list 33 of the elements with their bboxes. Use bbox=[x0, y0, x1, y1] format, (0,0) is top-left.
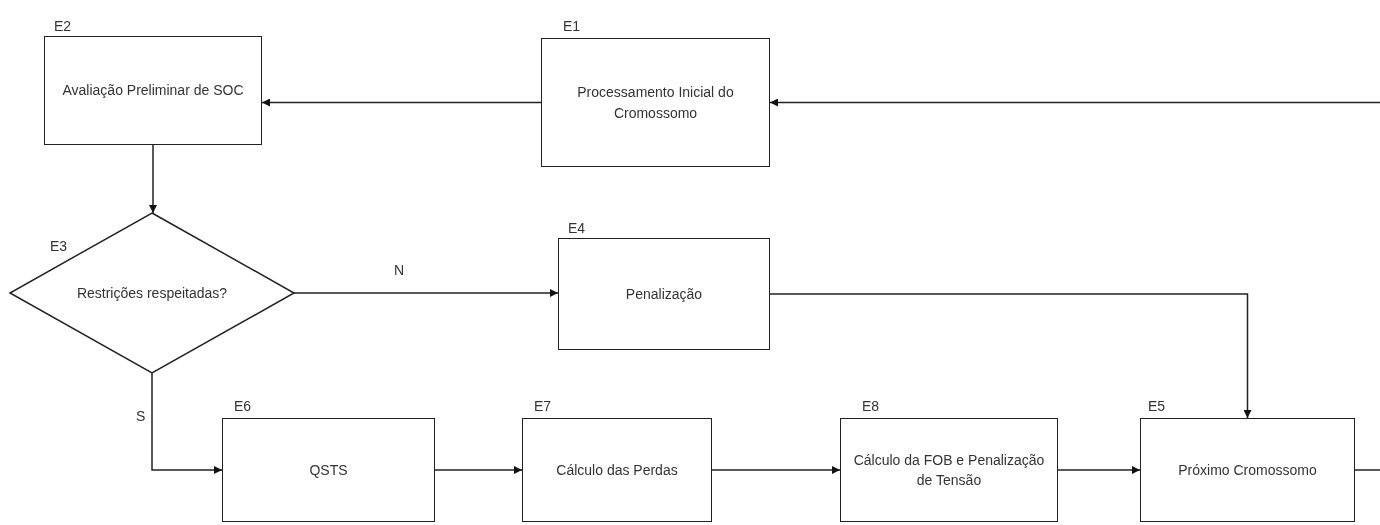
edge-label: S bbox=[134, 408, 148, 424]
node-text: Cálculo da FOB e Penalização de Tensão bbox=[852, 450, 1046, 490]
arrow bbox=[769, 98, 1380, 107]
arrow bbox=[149, 144, 157, 214]
process-box bbox=[222, 418, 435, 522]
step-label: E6 bbox=[234, 398, 252, 414]
step-label: E4 bbox=[568, 220, 586, 236]
arrow bbox=[261, 98, 542, 107]
node-text: Penalização bbox=[625, 284, 703, 304]
node-text: Avaliação Preliminar de SOC bbox=[62, 81, 244, 101]
step-label: E2 bbox=[54, 18, 72, 34]
arrow bbox=[1057, 466, 1141, 474]
arrow bbox=[151, 372, 223, 474]
arrow bbox=[434, 466, 523, 474]
process-box bbox=[558, 238, 770, 350]
process-box bbox=[522, 418, 712, 522]
step-label: E3 bbox=[50, 238, 68, 254]
process-box bbox=[840, 418, 1058, 522]
process-box bbox=[1140, 418, 1355, 522]
node-text: Próximo Cromossomo bbox=[1178, 460, 1317, 480]
arrow bbox=[769, 293, 1252, 419]
step-label: E8 bbox=[862, 398, 880, 414]
step-label: E5 bbox=[1148, 398, 1166, 414]
node-text: Processamento Inicial do Cromossomo bbox=[576, 83, 735, 123]
step-label: E7 bbox=[534, 398, 552, 414]
node-text: QSTS bbox=[309, 460, 348, 480]
step-label: E1 bbox=[563, 18, 581, 34]
arrow bbox=[293, 289, 559, 297]
arrow bbox=[711, 466, 841, 474]
node-text: Restrições respeitadas? bbox=[76, 283, 228, 303]
node-text: Cálculo das Perdas bbox=[556, 460, 678, 480]
process-box bbox=[541, 38, 770, 167]
process-box bbox=[44, 36, 262, 145]
